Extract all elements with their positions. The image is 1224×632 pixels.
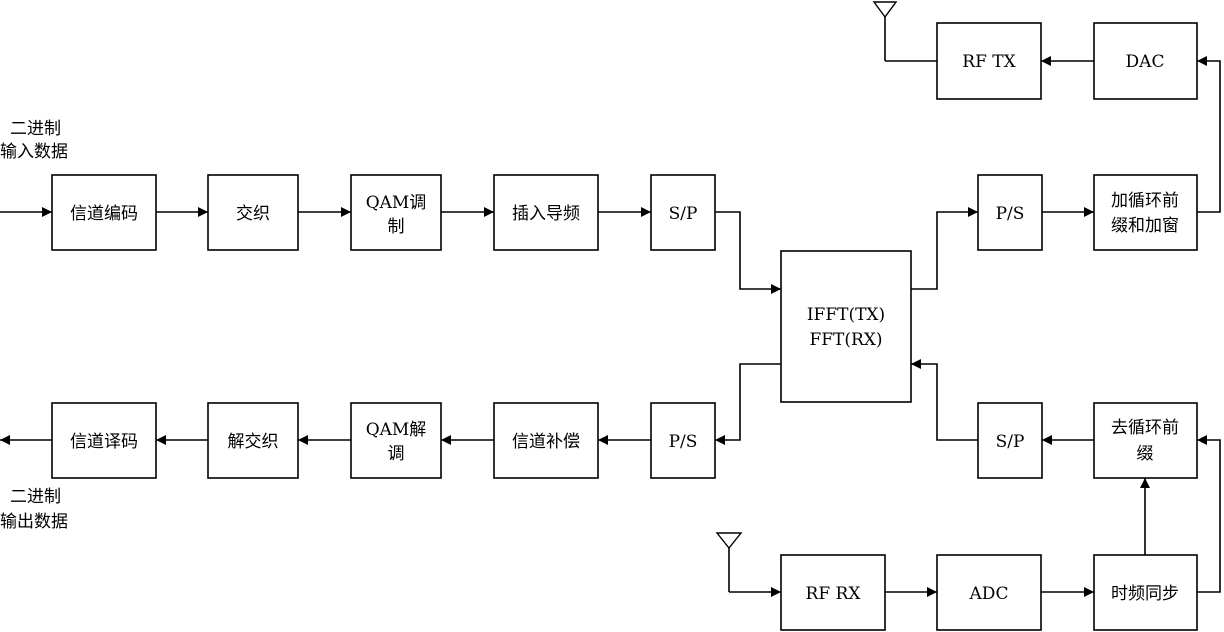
svg-text:缀和加窗: 缀和加窗 <box>1111 216 1179 236</box>
svg-text:IFFT(TX): IFFT(TX) <box>807 305 885 325</box>
svg-text:S/P: S/P <box>996 432 1025 452</box>
block-rf-rx: RF RX <box>780 554 886 631</box>
svg-text:插入导频: 插入导频 <box>512 204 580 224</box>
svg-text:加循环前: 加循环前 <box>1111 191 1179 211</box>
rx-antenna-icon <box>715 532 743 592</box>
svg-text:时频同步: 时频同步 <box>1111 584 1179 604</box>
svg-text:解交织: 解交织 <box>228 432 279 452</box>
rx-connections <box>0 359 1221 597</box>
block-qam-demod: QAM解 调 <box>350 402 442 479</box>
svg-text:RF TX: RF TX <box>962 52 1016 72</box>
svg-text:制: 制 <box>388 217 405 237</box>
svg-text:去循环前: 去循环前 <box>1111 418 1179 438</box>
svg-text:RF RX: RF RX <box>806 584 862 604</box>
block-interleave: 交织 <box>207 174 299 251</box>
block-sp-rx: S/P <box>977 402 1043 479</box>
svg-text:信道编码: 信道编码 <box>70 204 138 224</box>
svg-text:信道译码: 信道译码 <box>70 432 138 452</box>
svg-text:DAC: DAC <box>1126 52 1165 72</box>
input-label-line1: 二进制 <box>10 119 61 139</box>
block-fft: IFFT(TX) FFT(RX) <box>780 250 912 403</box>
svg-text:缀: 缀 <box>1137 444 1154 464</box>
tx-connections <box>0 56 1221 294</box>
input-label-line2: 输入数据 <box>0 142 68 162</box>
block-channel-comp: 信道补偿 <box>493 402 599 479</box>
block-sync: 时频同步 <box>1093 554 1198 631</box>
block-channel-decode: 信道译码 <box>51 402 157 479</box>
svg-text:S/P: S/P <box>669 204 698 224</box>
block-adc: ADC <box>936 554 1042 631</box>
svg-text:P/S: P/S <box>996 204 1025 224</box>
block-pilot-insert: 插入导频 <box>493 174 599 251</box>
output-label-line1: 二进制 <box>10 487 61 507</box>
svg-text:交织: 交织 <box>236 204 270 224</box>
block-cp-remove: 去循环前 缀 <box>1093 402 1198 479</box>
block-channel-encode: 信道编码 <box>51 174 157 251</box>
output-label-line2: 输出数据 <box>0 512 68 532</box>
svg-text:调: 调 <box>388 444 405 464</box>
block-qam-mod: QAM调 制 <box>350 174 442 251</box>
block-cp-add: 加循环前 缀和加窗 <box>1093 174 1198 251</box>
block-ps-tx: P/S <box>977 174 1043 251</box>
block-dac: DAC <box>1093 22 1198 100</box>
svg-text:FFT(RX): FFT(RX) <box>809 330 882 350</box>
block-ps-rx: P/S <box>650 402 716 479</box>
block-sp-tx: S/P <box>650 174 716 251</box>
block-rf-tx: RF TX <box>936 22 1042 100</box>
svg-text:P/S: P/S <box>669 432 698 452</box>
svg-text:ADC: ADC <box>969 584 1009 604</box>
block-deinterleave: 解交织 <box>207 402 299 479</box>
tx-antenna-icon <box>872 1 937 62</box>
svg-text:信道补偿: 信道补偿 <box>512 432 580 452</box>
svg-text:QAM调: QAM调 <box>366 193 427 213</box>
svg-text:QAM解: QAM解 <box>366 420 427 440</box>
